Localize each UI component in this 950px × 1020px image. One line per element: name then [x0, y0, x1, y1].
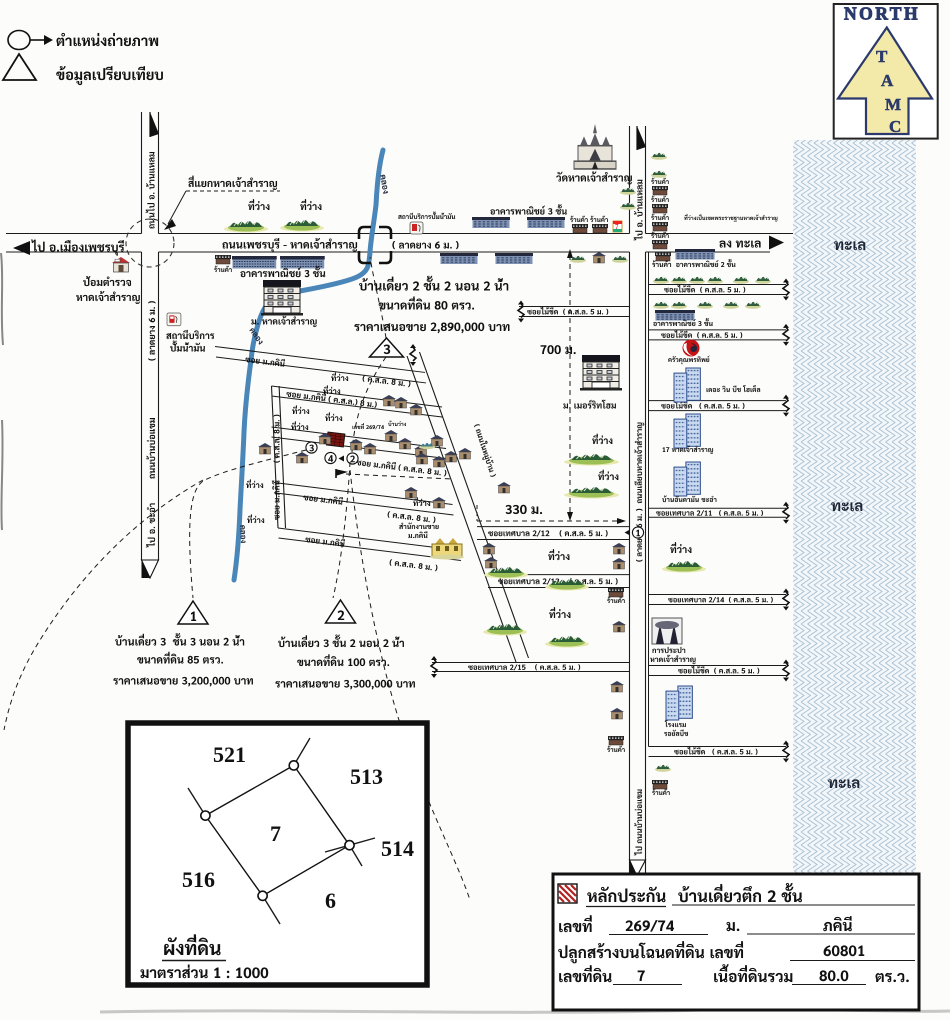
svg-text:516: 516 [182, 867, 215, 892]
svg-text:6: 6 [325, 888, 336, 913]
svg-text:513: 513 [350, 764, 383, 789]
svg-text:C: C [889, 117, 901, 136]
svg-text:A: A [881, 71, 894, 90]
svg-text:T: T [876, 47, 888, 66]
svg-text:NORTH: NORTH [844, 4, 920, 24]
svg-text:M: M [885, 95, 901, 114]
svg-text:514: 514 [381, 836, 414, 861]
svg-text:7: 7 [270, 821, 281, 846]
svg-text:521: 521 [213, 742, 246, 767]
